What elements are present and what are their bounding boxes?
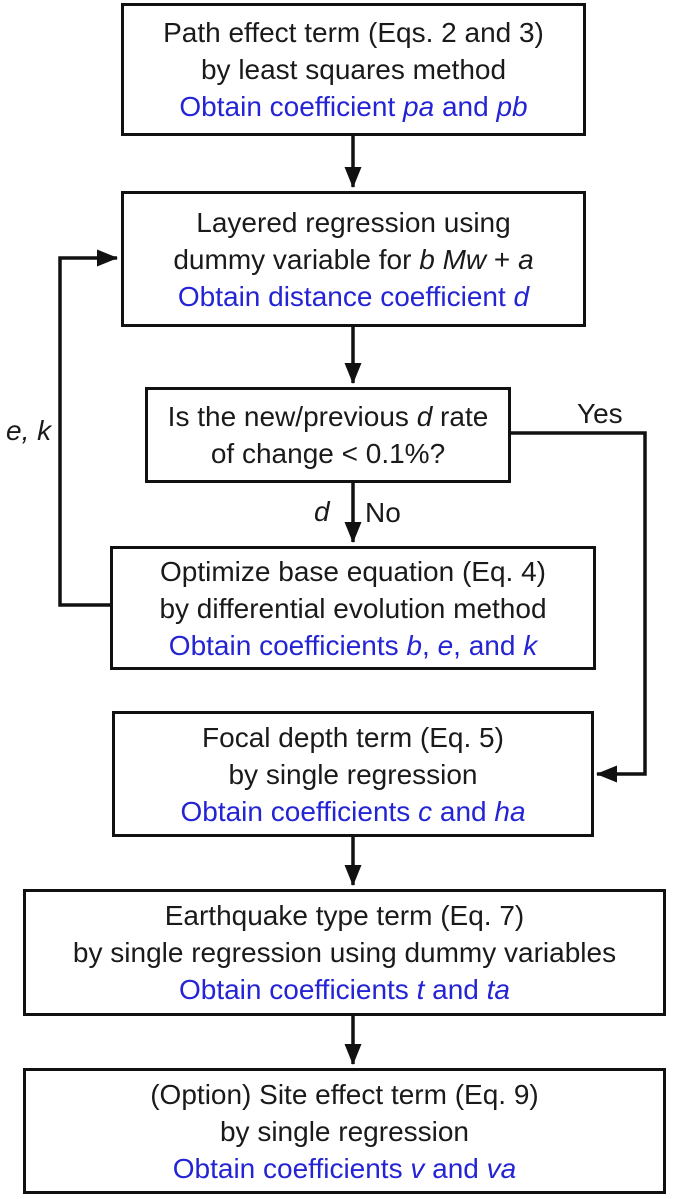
box-text-line: Obtain coefficients c and ha — [180, 795, 526, 827]
step-earthquake-type-term: Earthquake type term (Eq. 7) by single re… — [23, 889, 666, 1016]
box-text-line: by single regression — [228, 758, 478, 790]
step-path-effect-term: Path effect term (Eqs. 2 and 3) by least … — [121, 3, 586, 136]
step-optimize-base-equation: Optimize base equation (Eq. 4) by differe… — [110, 546, 596, 670]
box-text-line: (Option) Site effect term (Eq. 9) — [150, 1078, 539, 1110]
box-text-line: Focal depth term (Eq. 5) — [202, 721, 504, 753]
box-text-line: Obtain distance coefficient d — [177, 280, 530, 312]
box-text-line: Optimize base equation (Eq. 4) — [160, 555, 546, 587]
label-d-output: d — [314, 496, 330, 527]
step-site-effect-term: (Option) Site effect term (Eq. 9) by sing… — [23, 1068, 666, 1194]
step-convergence-check: Is the new/previous d rate of change < 0.… — [145, 387, 511, 483]
box-text-line: Obtain coefficients b, e, and k — [168, 629, 538, 661]
box-text-line: Obtain coefficient pa and pb — [179, 91, 528, 122]
step-layered-regression: Layered regression using dummy variable f… — [121, 191, 586, 327]
step-focal-depth-term: Focal depth term (Eq. 5) by single regres… — [112, 711, 594, 837]
box-text-line: of change < 0.1%? — [210, 438, 446, 469]
box-text-line: Earthquake type term (Eq. 7) — [164, 900, 525, 931]
box-text-line: Obtain coefficients t and ta — [178, 974, 511, 1005]
label-yes-branch: Yes — [577, 398, 623, 429]
box-text-line: dummy variable for b Mw + a — [173, 243, 534, 275]
box-text-line: Is the new/previous d rate — [167, 401, 489, 432]
label-no-branch: No — [365, 497, 401, 528]
box-text-line: by single regression — [219, 1115, 470, 1147]
yes-branch-check-to-focal — [509, 431, 647, 783]
feedback-ek-optimize-to-layered — [58, 249, 118, 607]
box-text-line: by differential evolution method — [159, 592, 547, 624]
label-ek-feedback: e, k — [6, 415, 52, 446]
box-text-line: by least squares method — [200, 54, 507, 85]
box-text-line: Obtain coefficients v and va — [172, 1152, 517, 1184]
box-text-line: Path effect term (Eqs. 2 and 3) — [163, 17, 544, 48]
box-text-line: Layered regression using — [196, 206, 511, 238]
box-text-line: by single regression using dummy variabl… — [72, 937, 617, 968]
